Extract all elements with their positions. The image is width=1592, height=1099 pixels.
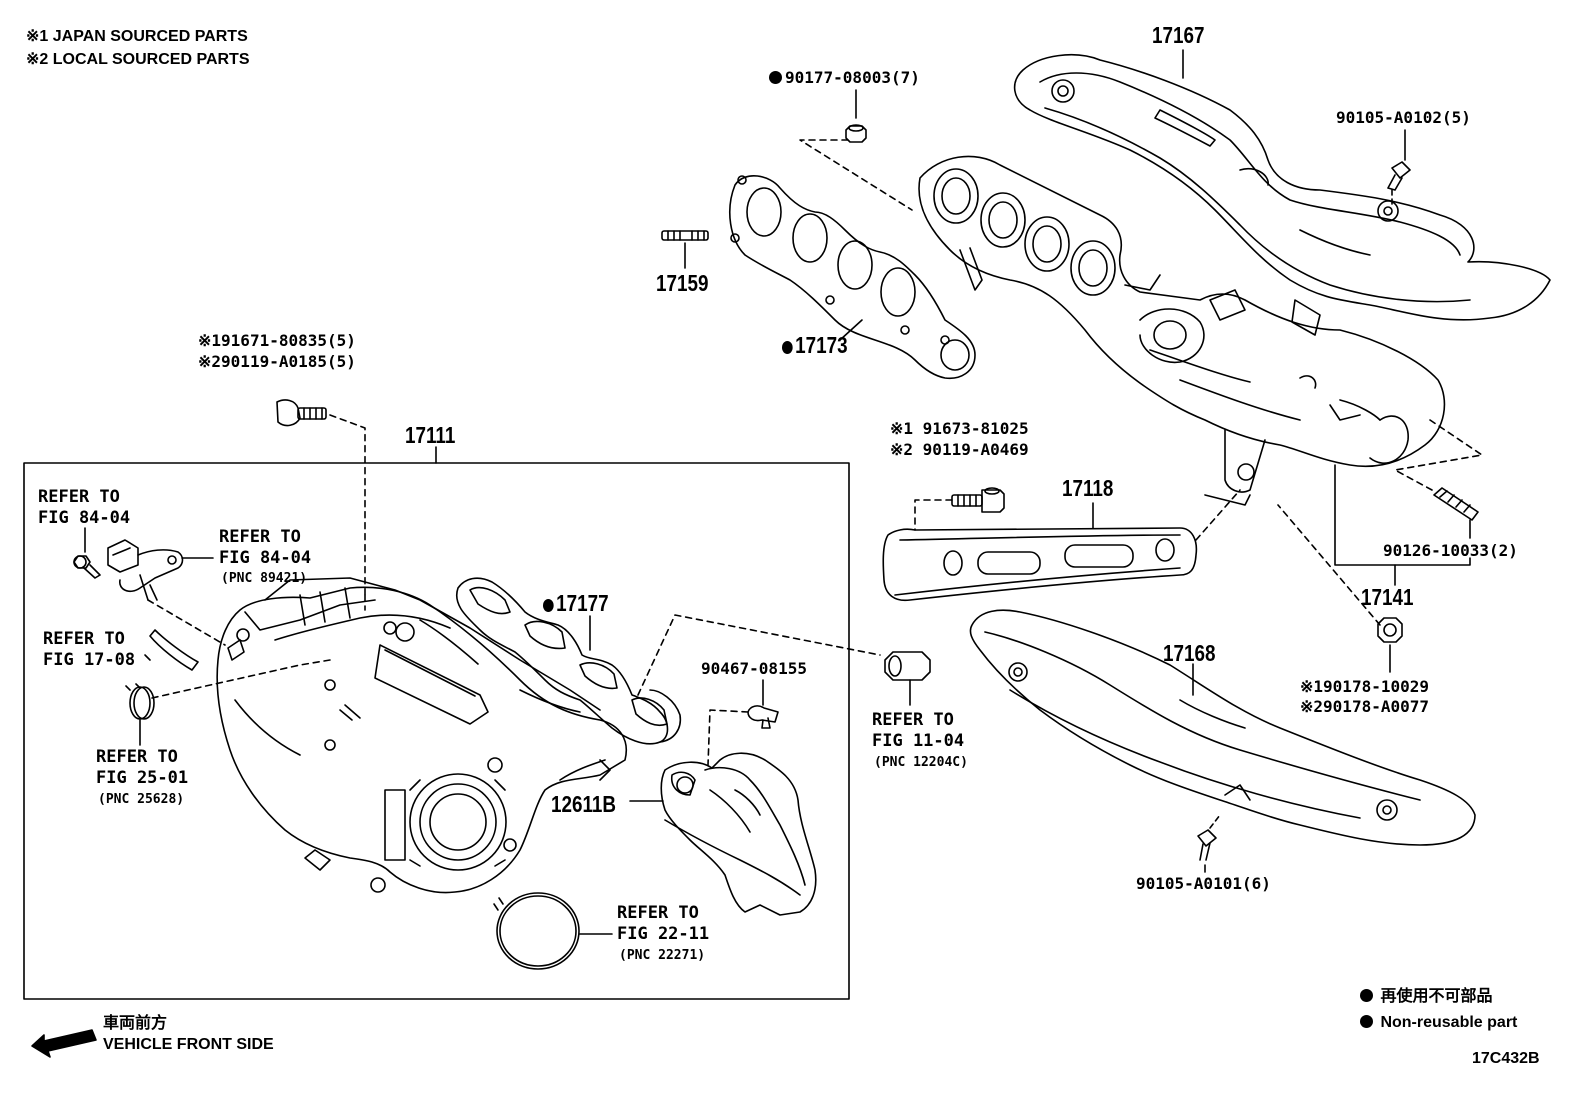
ref-pnc-12204c: (PNC 12204C)	[874, 755, 968, 770]
part-17111[interactable]: 17111	[405, 422, 456, 448]
o-ring	[493, 892, 580, 970]
map-sensor	[107, 539, 184, 601]
bolt-91673	[951, 487, 1005, 513]
note-local-sourced: ※2 LOCAL SOURCED PARTS	[26, 51, 250, 68]
ref-fig-25-01-line2[interactable]: FIG 25-01	[96, 768, 189, 788]
part-17177[interactable]: 17177	[543, 590, 609, 616]
non-reusable-dot-icon	[782, 341, 793, 354]
ref-pnc-22271: (PNC 22271)	[619, 948, 706, 963]
part-17168[interactable]: 17168	[1163, 640, 1216, 666]
heat-insulator-lower	[969, 609, 1476, 846]
part-17173[interactable]: 17173	[782, 332, 848, 358]
clip-90467	[747, 705, 779, 729]
bolt-90105-a0102	[1387, 161, 1411, 191]
ref-fig-11-04-line2[interactable]: FIG 11-04	[872, 731, 965, 751]
part-91671[interactable]: ※191671-80835(5)	[198, 331, 356, 350]
vehicle-front-en: VEHICLE FRONT SIDE	[103, 1036, 274, 1053]
heat-insulator-upper	[1013, 54, 1551, 321]
part-91673[interactable]: ※1 91673-81025	[890, 419, 1029, 438]
part-90105-a0101[interactable]: 90105-A0101(6)	[1136, 874, 1271, 893]
bolt-sensor	[73, 555, 101, 579]
bolt-91671	[276, 399, 327, 427]
part-90177[interactable]: 90177-08003(7)	[769, 68, 920, 87]
manifold-stay-17118	[882, 527, 1198, 602]
stud-90126	[1433, 487, 1479, 521]
ref-pnc-89421: (PNC 89421)	[221, 571, 308, 586]
part-12611b[interactable]: 12611B	[551, 791, 617, 817]
part-90467[interactable]: 90467-08155	[701, 659, 807, 678]
ref-pnc-25628: (PNC 25628)	[98, 792, 185, 807]
ref-fig-84-04-a-line2[interactable]: FIG 84-04	[38, 508, 131, 528]
stud-17159	[661, 230, 709, 241]
ref-fig-84-04-b-line1[interactable]: REFER TO	[219, 527, 301, 547]
cover-12611b	[660, 752, 817, 916]
part-17167[interactable]: 17167	[1152, 22, 1205, 48]
ref-fig-22-11-line1[interactable]: REFER TO	[617, 903, 699, 923]
intake-manifold	[216, 577, 627, 894]
part-90119-a0185[interactable]: ※290119-A0185(5)	[198, 352, 356, 371]
intake-manifold-gasket	[455, 577, 682, 745]
hose-17-08	[149, 629, 199, 671]
nut-90177	[845, 124, 867, 143]
legend-non-reusable-en: Non-reusable part	[1360, 1013, 1517, 1033]
ref-fig-84-04-b-line2[interactable]: FIG 84-04	[219, 548, 312, 568]
note-japan-sourced: ※1 JAPAN SOURCED PARTS	[26, 28, 248, 45]
ref-fig-17-08-line2[interactable]: FIG 17-08	[43, 650, 136, 670]
exhaust-manifold	[918, 155, 1446, 506]
ref-fig-25-01-line1[interactable]: REFER TO	[96, 747, 178, 767]
ref-fig-22-11-line2[interactable]: FIG 22-11	[617, 924, 710, 944]
non-reusable-dot-icon	[543, 599, 554, 612]
part-90178-10029[interactable]: ※190178-10029	[1300, 677, 1429, 696]
part-90178-a0077[interactable]: ※290178-A0077	[1300, 697, 1429, 716]
non-reusable-dot-icon	[769, 71, 782, 84]
part-90126[interactable]: 90126-10033(2)	[1383, 541, 1518, 560]
part-17141[interactable]: 17141	[1361, 584, 1414, 610]
ref-fig-17-08-line1[interactable]: REFER TO	[43, 629, 125, 649]
part-90105-a0102[interactable]: 90105-A0102(5)	[1336, 108, 1471, 127]
diagram-code: 17C432B	[1472, 1050, 1540, 1067]
non-reusable-dot-icon	[1360, 989, 1373, 1002]
vacuum-pipe	[884, 651, 931, 681]
ref-fig-11-04-line1[interactable]: REFER TO	[872, 710, 954, 730]
front-arrow-icon	[31, 1029, 97, 1058]
part-90119-a0469[interactable]: ※2 90119-A0469	[890, 440, 1029, 459]
vehicle-front-jp: 車両前方	[103, 1015, 168, 1032]
legend-non-reusable-jp: 再使用不可部品	[1360, 987, 1492, 1007]
exhaust-manifold-gasket	[729, 175, 976, 380]
part-17118[interactable]: 17118	[1062, 475, 1114, 501]
bolt-90105-a0101	[1197, 829, 1217, 861]
non-reusable-dot-icon	[1360, 1015, 1373, 1028]
hose-clamp	[125, 683, 155, 720]
part-17159[interactable]: 17159	[656, 270, 709, 296]
ref-fig-84-04-a-line1[interactable]: REFER TO	[38, 487, 120, 507]
intake-manifold-box	[23, 462, 850, 1000]
nut-90178	[1377, 617, 1403, 643]
